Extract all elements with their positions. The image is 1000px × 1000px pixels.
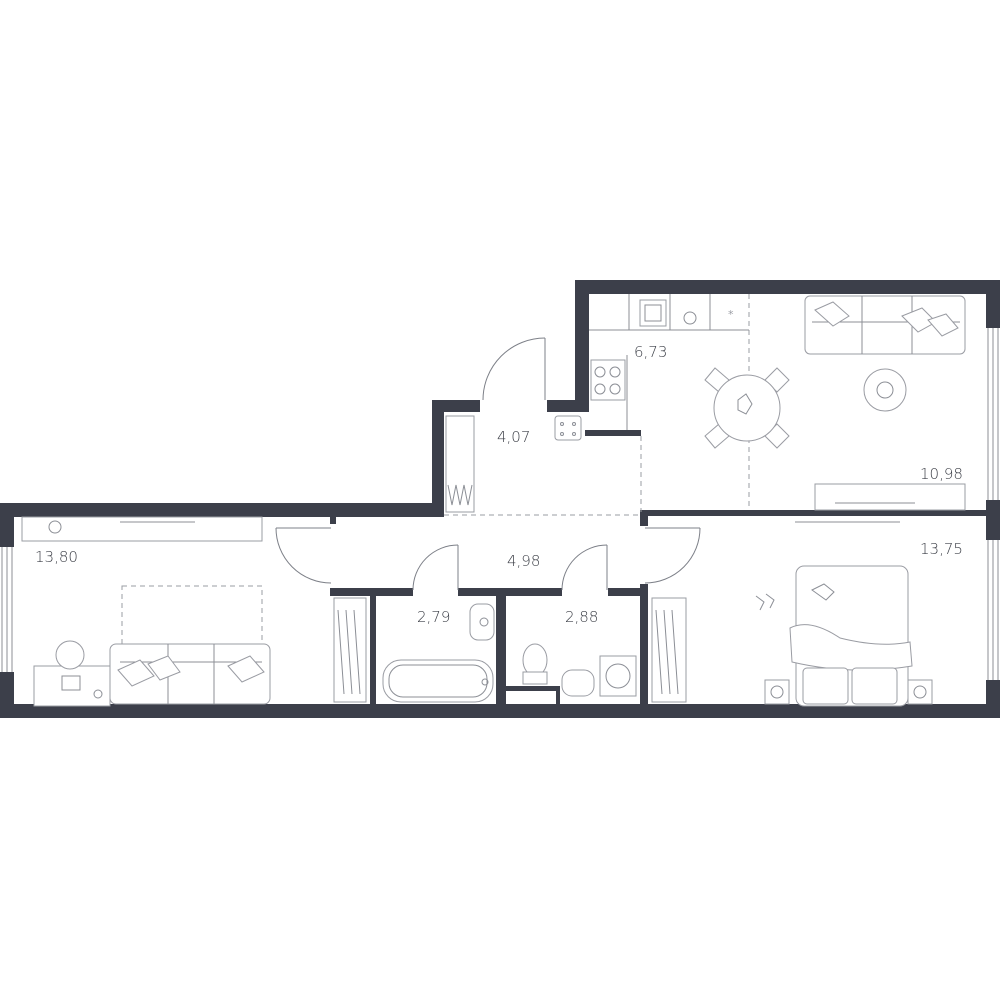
area-corridor: 4,98 (507, 552, 540, 570)
area-bedroom-left: 13,80 (35, 548, 78, 566)
area-toilet: 2,88 (565, 608, 598, 626)
sofa-living (804, 295, 966, 412)
area-bedroom-right: 13,75 (920, 540, 963, 558)
dining-table (704, 367, 790, 449)
tv-units (21, 483, 966, 542)
bedroom-right-furniture (755, 565, 933, 707)
area-labels: 4,07 6,73 10,98 13,80 4,98 2,79 2,88 13,… (35, 343, 963, 626)
doors (275, 337, 701, 591)
bedroom-left-furniture (33, 597, 367, 707)
svg-text:*: * (728, 308, 734, 321)
kitchen-units: * (589, 294, 749, 430)
area-hall-entry: 4,07 (497, 428, 530, 446)
area-bathroom: 2,79 (417, 608, 450, 626)
windows (1, 328, 999, 680)
hall-wardrobe (445, 415, 582, 513)
walls (0, 280, 1000, 718)
area-living: 10,98 (920, 465, 963, 483)
bathroom-fixtures (382, 603, 495, 703)
area-kitchen: 6,73 (634, 343, 667, 361)
toilet-fixtures (522, 597, 687, 703)
